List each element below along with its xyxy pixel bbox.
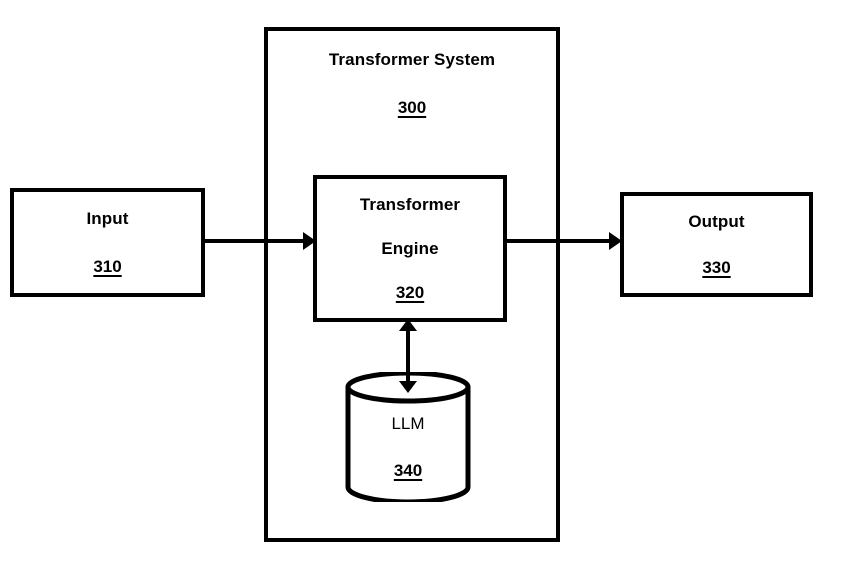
input-ref-number: 310 xyxy=(93,256,122,276)
engine-label-line1: Transformer xyxy=(359,194,461,214)
output-label: Output xyxy=(688,211,745,231)
transformer-engine-block: Transformer Engine 320 xyxy=(313,175,507,322)
llm-label: LLM xyxy=(391,413,425,433)
input-block: Input 310 xyxy=(10,188,205,297)
llm-label-group: LLM 340 xyxy=(344,372,472,502)
input-label: Input xyxy=(86,208,129,228)
system-title: Transformer System xyxy=(328,50,496,69)
output-block: Output 330 xyxy=(620,192,813,297)
llm-ref-number: 340 xyxy=(393,460,423,480)
engine-ref-number: 320 xyxy=(395,282,425,302)
connector-engine-to-output xyxy=(505,228,623,254)
engine-label-line2: Engine xyxy=(381,238,439,258)
connector-input-to-engine xyxy=(203,228,317,254)
connector-engine-to-llm xyxy=(395,319,421,393)
system-ref-number: 300 xyxy=(397,98,427,117)
output-ref-number: 330 xyxy=(702,257,731,277)
